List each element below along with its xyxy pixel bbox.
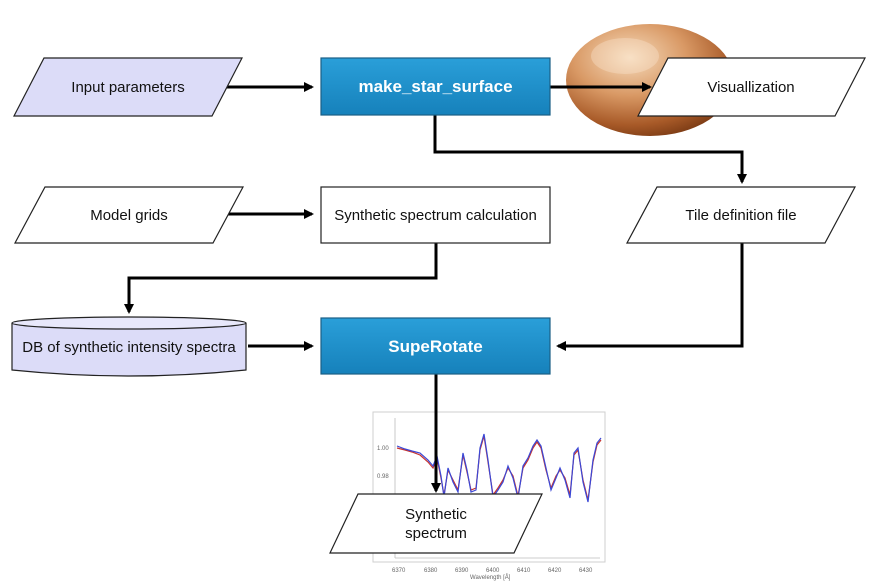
- synthetic-spectrum-calculation-process: Synthetic spectrum calculation: [320, 186, 551, 244]
- x-tick-label: 6410: [517, 568, 531, 574]
- x-tick-label: 6430: [579, 568, 593, 574]
- y-tick-label: 1.00: [377, 446, 389, 452]
- tile-definition-file-label: Tile definition file: [685, 207, 796, 224]
- synthetic-spectrum-label-line1: Synthetic: [405, 506, 467, 523]
- synthetic-spectrum-calculation-label: Synthetic spectrum calculation: [334, 207, 537, 224]
- x-axis-label: Wavelength [Å]: [470, 574, 511, 581]
- superotate-process: SupeRotate: [320, 317, 551, 375]
- model-grids-node: Model grids: [13, 186, 245, 244]
- x-tick-label: 6380: [424, 568, 438, 574]
- make-star-surface-process: make_star_surface: [320, 57, 551, 116]
- db-intensity-spectra-store: DB of synthetic intensity spectra: [11, 316, 247, 377]
- visualization-node: Visuallization: [637, 57, 866, 117]
- connectors: [124, 82, 747, 493]
- make-star-surface-label: make_star_surface: [358, 77, 512, 96]
- x-tick-label: 6390: [455, 568, 469, 574]
- x-tick-label: 6420: [548, 568, 562, 574]
- x-tick-label: 6370: [392, 568, 406, 574]
- x-tick-label: 6400: [486, 568, 500, 574]
- synthetic-spectrum-node: Synthetic spectrum: [329, 493, 543, 554]
- input-parameters-label: Input parameters: [71, 79, 184, 96]
- spectrum-curve-blue: [396, 433, 602, 503]
- input-parameters-node: Input parameters: [13, 57, 243, 117]
- y-tick-label: 0.98: [377, 474, 389, 480]
- synthetic-spectrum-label-line2: spectrum: [405, 525, 467, 542]
- model-grids-label: Model grids: [90, 207, 168, 224]
- db-intensity-spectra-label: DB of synthetic intensity spectra: [22, 339, 236, 356]
- superotate-label: SupeRotate: [388, 337, 482, 356]
- visualization-label: Visuallization: [707, 79, 794, 96]
- tile-definition-file-node: Tile definition file: [625, 186, 857, 244]
